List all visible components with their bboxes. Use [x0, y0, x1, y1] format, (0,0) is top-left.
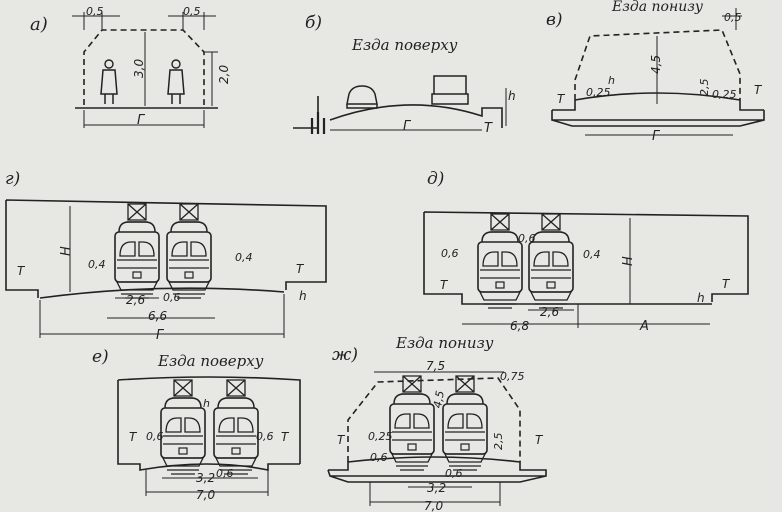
tram-icon — [477, 213, 523, 309]
dim-v-t-right: Т — [754, 83, 763, 97]
panel-g: г) Н Т Т h 0,4 0,4 2,6 0,6 6,6 Г — [5, 169, 327, 343]
panel-a-letter: а) — [30, 14, 48, 35]
panel-b-title: Езда поверху — [351, 36, 458, 54]
panel-e: е) Езда поверху Т Т 0,6 0,6 h 0,6 3,2 7,… — [92, 347, 301, 502]
panel-v-title: Езда понизу — [611, 0, 704, 15]
panel-v-letter: в) — [546, 10, 563, 30]
dim-zh-top: 7,5 — [426, 359, 445, 373]
dim-e-t-right: Т — [281, 430, 290, 444]
panel-e-letter: е) — [92, 347, 109, 367]
dim-e-gap-left: 0,6 — [146, 430, 164, 443]
dim-v-height: 4,5 — [649, 55, 663, 74]
panel-d: д) Н 0,6 0,6 0,4 Т Т h 2,6 6,8 А — [423, 169, 749, 334]
dim-zh-t-right: Т — [535, 433, 544, 447]
dim-g-width: Г — [156, 328, 165, 343]
dim-v-slope-left: 0,25 — [586, 86, 611, 99]
panel-e-title: Езда поверху — [157, 352, 264, 370]
dim-d-tram: 2,6 — [540, 305, 559, 319]
dim-v-h: h — [608, 74, 615, 87]
dim-d-pair: 6,8 — [510, 319, 529, 333]
dim-e-pair: 7,0 — [196, 488, 215, 502]
dim-g-gap-left: 0,4 — [88, 258, 106, 271]
tram-icon — [442, 375, 488, 471]
dim-v-side: 2,5 — [698, 79, 711, 97]
panel-a: а) 0,5 0,5 3,0 2,0 Г — [30, 5, 231, 128]
dim-zh-between: 0,6 — [445, 467, 463, 480]
pedestrian-icon — [167, 59, 185, 105]
dim-d-height: Н — [621, 256, 636, 266]
dim-a-top-left: 0,5 — [86, 5, 104, 18]
dim-v-top-right: 0,5 — [724, 11, 742, 24]
dim-a-side: 2,0 — [217, 65, 231, 84]
panel-g-letter: г) — [5, 169, 20, 189]
panel-b: б) Езда поверху Г Т h — [293, 13, 516, 136]
dim-g-t-left: Т — [17, 264, 26, 278]
dim-zh-inner: 3,2 — [427, 481, 446, 495]
panel-d-letter: д) — [427, 169, 444, 189]
dim-b-t: Т — [484, 121, 493, 136]
dim-e-h: h — [203, 397, 210, 410]
dim-zh-t-left: Т — [337, 433, 346, 447]
tram-icon — [114, 203, 160, 299]
dim-d-between: 0,6 — [518, 232, 536, 245]
dim-zh-pair: 7,0 — [424, 499, 443, 512]
dim-zh-height: 4,5 — [431, 390, 447, 409]
dim-d-width: А — [639, 319, 649, 334]
dim-g-h: h — [299, 289, 307, 303]
dim-v-slope-right: 0,25 — [712, 88, 737, 101]
dim-g-between: 0,6 — [163, 291, 181, 304]
dim-d-gap-left: 0,6 — [441, 247, 459, 260]
dim-g-t-right: Т — [296, 262, 305, 276]
panel-zh: ж) Езда понизу 7,5 0,75 4,5 2,5 0,25 0,6… — [327, 334, 547, 512]
dim-zh-top-right: 0,75 — [500, 370, 525, 383]
tram-icon — [528, 213, 574, 309]
pedestrian-icon — [100, 59, 118, 105]
dim-d-t-left: Т — [440, 278, 449, 292]
dim-g-pair: 6,6 — [148, 309, 167, 323]
panel-zh-title: Езда понизу — [395, 334, 494, 352]
dim-g-tram: 2,6 — [126, 293, 145, 307]
dim-g-gap-right: 0,4 — [235, 251, 253, 264]
tram-icon — [166, 203, 212, 299]
dim-v-width: Г — [652, 129, 661, 144]
dim-d-gap-right: 0,4 — [583, 248, 601, 261]
dim-a-width: Г — [137, 113, 146, 128]
dim-zh-gap-left: 0,6 — [370, 451, 388, 464]
tram-icon — [160, 379, 206, 475]
dim-b-h: h — [508, 89, 516, 103]
dim-e-t-left: Т — [129, 430, 138, 444]
dim-b-width: Г — [403, 119, 412, 134]
panel-zh-letter: ж) — [332, 345, 358, 365]
tram-icon — [213, 379, 259, 475]
dim-d-h: h — [697, 291, 705, 305]
panel-b-letter: б) — [305, 13, 322, 33]
dim-e-between: 0,6 — [216, 467, 234, 480]
dim-a-top-right: 0,5 — [183, 5, 201, 18]
dim-a-height: 3,0 — [132, 59, 146, 78]
dim-v-t-left: Т — [557, 92, 566, 106]
dim-d-t-right: Т — [722, 277, 731, 291]
dim-zh-side: 2,5 — [492, 433, 505, 451]
panel-v: в) Езда понизу 4,5 0,5 2,5 0,25 0,25 h Т… — [546, 0, 765, 144]
dim-g-height: Н — [59, 246, 74, 256]
tram-icon — [389, 375, 435, 471]
dim-e-gap-right: 0,6 — [256, 430, 274, 443]
dim-e-inner: 3,2 — [196, 471, 215, 485]
dim-zh-slope-left: 0,25 — [368, 430, 393, 443]
